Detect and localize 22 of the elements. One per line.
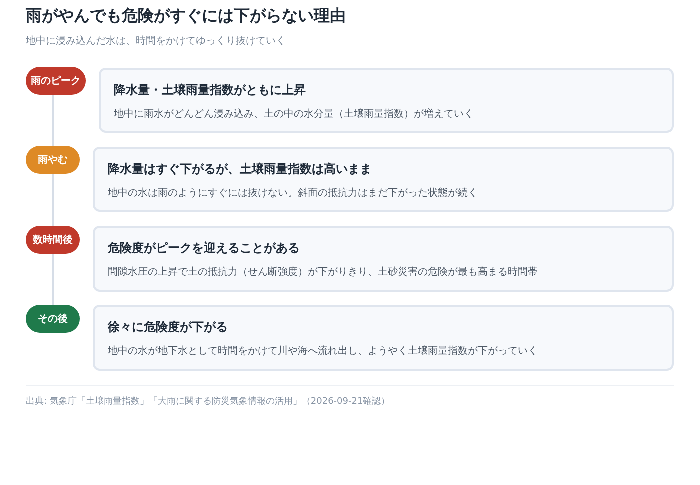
- card-text: 地中に雨水がどんどん浸み込み、土の中の水分量（土壌雨量指数）が増えていく: [114, 108, 474, 122]
- card-text: 地中の水は雨のようにすぐには抜けない。斜面の抵抗力はまだ下がった状態が続く: [108, 187, 478, 201]
- title: 雨がやんでも危険がすぐには下がらない理由: [26, 6, 346, 26]
- timeline-line: [52, 254, 54, 305]
- source-note: 出典: 気象庁「土壌雨量指数」「大雨に関する防災気象情報の活用」（2026-09-21確認）: [26, 396, 390, 408]
- timeline-line: [52, 174, 54, 226]
- time-tag: その後: [26, 305, 80, 333]
- card-text: 間隙水圧の上昇で土の抵抗力（せん断強度）が下がりきり、土砂災害の危険が最も高まる時間帯: [108, 266, 538, 280]
- time-tag: 雨のピーク: [26, 67, 86, 95]
- time-tag: 数時間後: [26, 226, 80, 254]
- card-text: 地中の水が地下水として時間をかけて川や海へ流れ出し、ようやく土壌雨量指数が下がっていく: [108, 345, 538, 359]
- step-card: [93, 305, 674, 371]
- timeline-line: [52, 95, 54, 146]
- step-card: [93, 147, 674, 212]
- subtitle: 地中に浸み込んだ水は、時間をかけてゆっくり抜けていく: [26, 35, 286, 49]
- card-heading: 降水量・土壌雨量指数がともに上昇: [114, 82, 306, 98]
- step-card: [99, 68, 674, 133]
- time-tag: 雨やむ: [26, 146, 80, 174]
- card-heading: 降水量はすぐ下がるが、土壌雨量指数は高いまま: [108, 161, 372, 177]
- card-heading: 徐々に危険度が下がる: [108, 319, 228, 335]
- card-heading: 危険度がピークを迎えることがある: [108, 240, 300, 256]
- step-card: [93, 226, 674, 292]
